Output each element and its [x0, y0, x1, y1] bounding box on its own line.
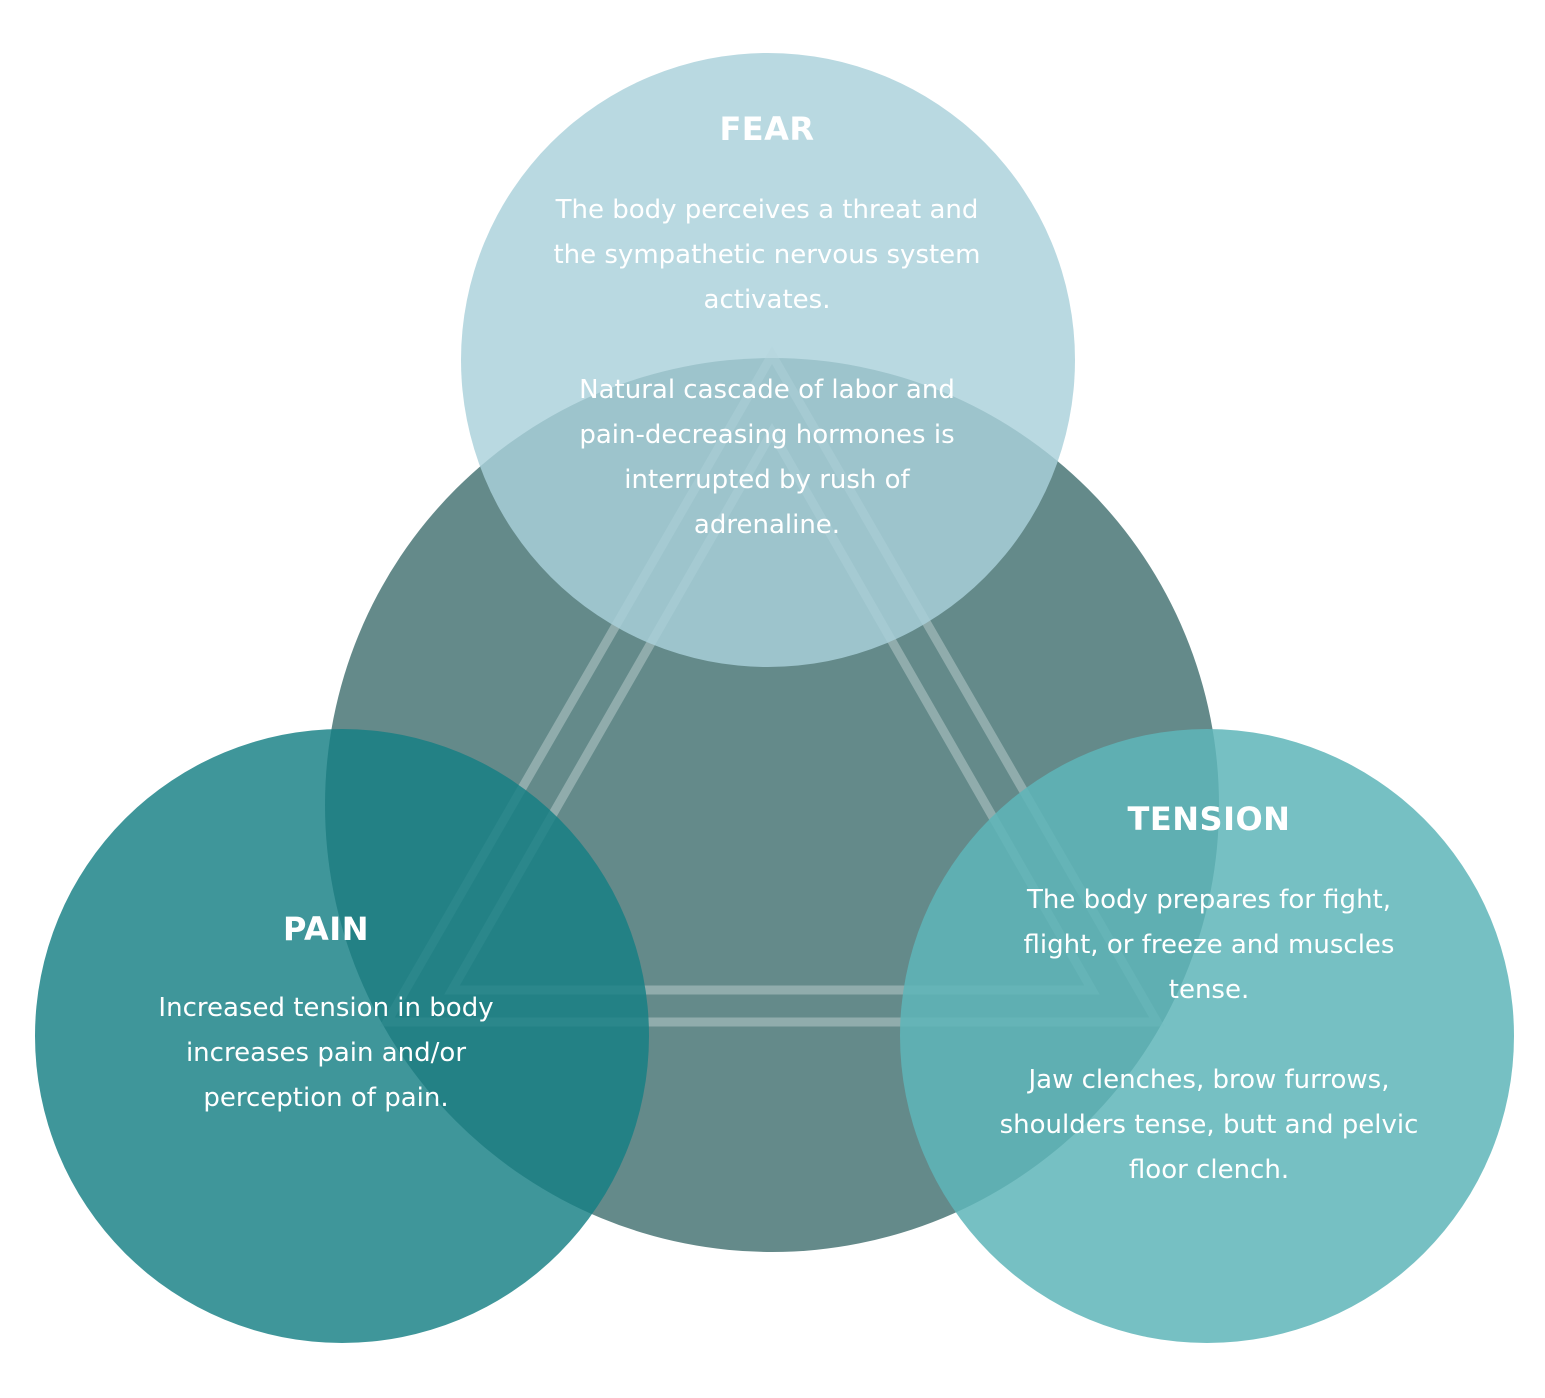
tension-symptoms-description: Jaw clenches, brow furrows, shoulders te… [999, 1065, 1419, 1185]
tension-description: The body prepares for fight, flight, or … [1023, 885, 1395, 1005]
tension-circle [900, 729, 1514, 1343]
cycle-triangle-outer [379, 345, 1165, 1027]
pain-description: Increased tension in body increases pain… [158, 993, 494, 1113]
fear-title: FEAR [719, 110, 815, 148]
pain-node: PAIN Increased tension in body increases… [130, 910, 522, 1121]
fear-node: FEAR The body perceives a threat and the… [548, 110, 986, 548]
fear-circle [461, 53, 1075, 667]
cycle-triangle-inner [444, 422, 1100, 995]
fear-description: The body perceives a threat and the symp… [553, 195, 981, 315]
fear-hormone-description: Natural cascade of labor and pain-decrea… [579, 375, 955, 540]
pain-title: PAIN [283, 910, 369, 948]
tension-title: TENSION [1127, 800, 1291, 838]
tension-node: TENSION The body prepares for fight, fli… [995, 800, 1423, 1193]
pain-circle [35, 729, 649, 1343]
